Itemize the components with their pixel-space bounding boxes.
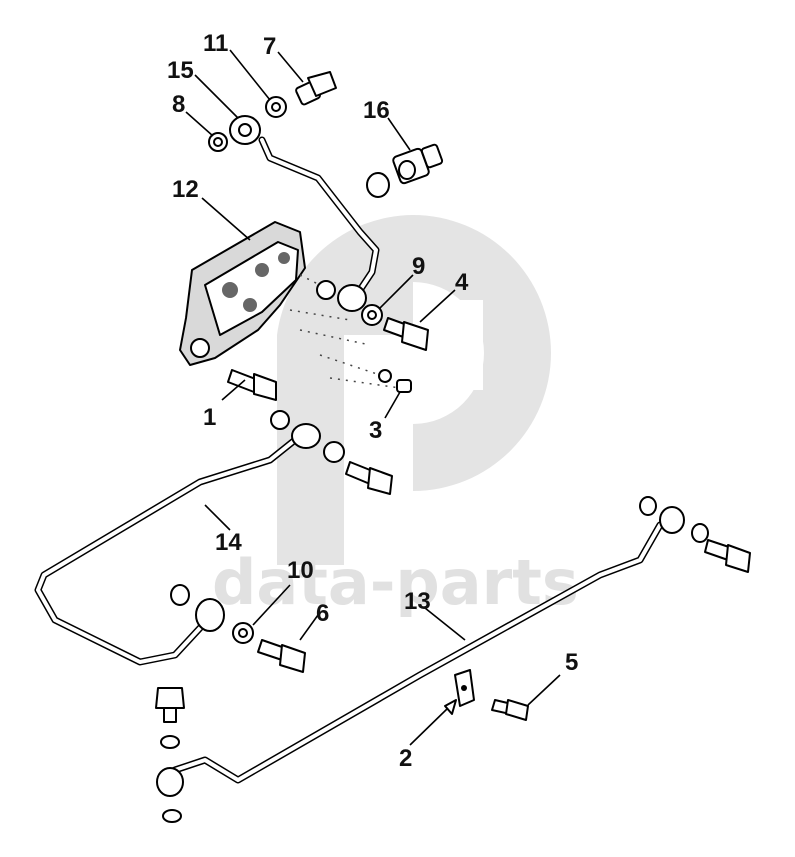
callout-3: 3 [369, 417, 382, 444]
assembly-lines [289, 274, 401, 389]
banjo-bolt-7 [295, 71, 337, 106]
pipe-15 [229, 115, 380, 312]
washer-d [639, 496, 657, 516]
clamp-2 [444, 669, 475, 715]
bolt-5 [491, 699, 529, 721]
seal-ring [378, 369, 392, 383]
washer-e [691, 523, 709, 543]
washer-f [160, 735, 180, 749]
banjo-bolt-4 [383, 317, 429, 351]
callout-16: 16 [363, 97, 390, 124]
banjo-fitting-15b [337, 284, 367, 312]
pipe-14 [34, 423, 321, 666]
plug-3 [396, 379, 412, 393]
valve-block-12 [179, 221, 306, 366]
callout-10: 10 [287, 557, 314, 584]
callout-15: 15 [167, 57, 194, 84]
banjo-bolt-6 [257, 639, 306, 673]
banjo-fitting-13 [156, 767, 184, 797]
banjo-bolt-14 [345, 461, 393, 495]
callout-6: 6 [316, 600, 329, 627]
callout-4: 4 [455, 269, 469, 296]
callout-14: 14 [215, 529, 242, 556]
pipe-13 [156, 506, 685, 797]
washer-c [170, 584, 190, 606]
washer-a [270, 410, 290, 430]
watermark-text: data-parts [212, 546, 579, 619]
callout-9: 9 [412, 253, 425, 280]
callout-5: 5 [565, 649, 578, 676]
washer-b [323, 441, 345, 463]
callouts: 1 2 3 4 5 6 7 8 9 10 11 12 13 14 15 16 [167, 30, 578, 772]
callout-12: 12 [172, 176, 199, 203]
banjo-bolt-right [704, 539, 751, 573]
washer-g [162, 809, 182, 823]
leader-lines [185, 49, 561, 746]
callout-8: 8 [172, 91, 185, 118]
callout-2: 2 [399, 745, 412, 772]
callout-11: 11 [203, 30, 228, 57]
adapter-fitting-16 [366, 143, 444, 198]
banjo-bolt-lower [155, 687, 185, 723]
banjo-fitting-13b [659, 506, 685, 534]
callout-1: 1 [203, 404, 216, 431]
callout-13: 13 [404, 588, 431, 615]
banjo-fitting-14b [195, 598, 225, 632]
banjo-fitting-14 [291, 423, 321, 449]
bolt-1 [227, 369, 277, 401]
callout-7: 7 [263, 33, 276, 60]
washer-upper [316, 280, 336, 300]
